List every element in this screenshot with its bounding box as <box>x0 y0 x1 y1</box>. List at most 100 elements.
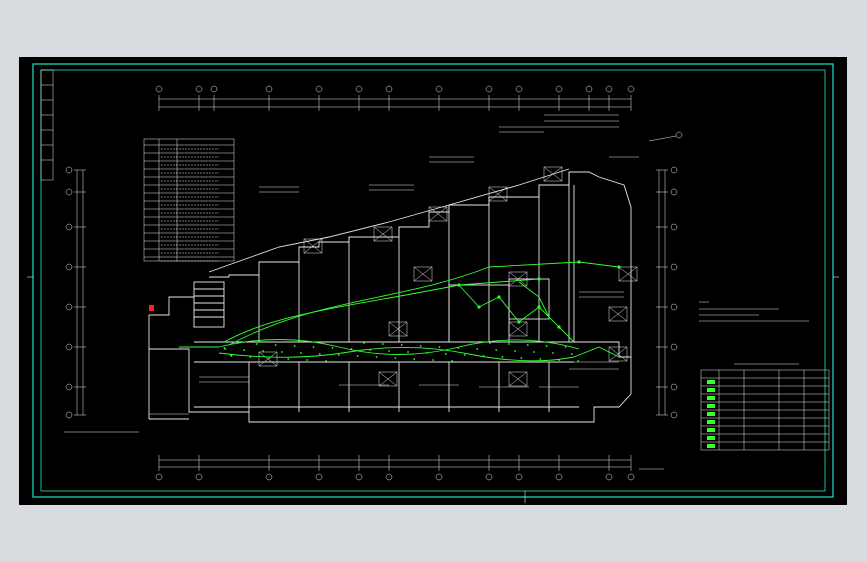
wiring-node <box>381 343 384 345</box>
building-walls <box>148 168 632 423</box>
grid-bubble <box>670 383 678 391</box>
wiring-node <box>470 341 472 343</box>
wiring-node <box>300 352 302 354</box>
wiring-node <box>237 342 239 344</box>
fixture-box <box>373 226 393 242</box>
grid-bubble <box>65 303 73 311</box>
wiring-node <box>463 354 466 356</box>
legend-symbol <box>707 412 715 416</box>
wiring-node <box>394 357 397 359</box>
wiring-node <box>363 342 365 344</box>
wiring-node <box>514 350 516 352</box>
fixture-box <box>608 346 628 362</box>
junction-node <box>497 295 501 299</box>
grid-bubble <box>670 166 678 174</box>
grid-bubble <box>515 85 523 93</box>
wiring-node <box>268 357 271 359</box>
wiring-node <box>451 360 453 362</box>
grid-bubble <box>155 473 163 481</box>
outer-frame <box>32 63 834 498</box>
grid-bubble <box>605 85 613 93</box>
fixture-box <box>618 266 638 282</box>
wiring-node <box>274 344 277 346</box>
grid-bubble <box>355 85 363 93</box>
cad-drawing-viewport[interactable] <box>19 57 847 505</box>
legend-table <box>700 363 830 451</box>
wiring-node <box>281 351 283 353</box>
wiring-node <box>255 343 258 345</box>
legend-symbol <box>707 388 715 392</box>
wiring-node <box>312 346 315 348</box>
grid-bubble <box>315 473 323 481</box>
junction-node <box>617 265 621 269</box>
wiring-node <box>331 347 334 349</box>
legend-symbol <box>707 396 715 400</box>
grid-bubble <box>265 473 273 481</box>
wiring-node <box>344 341 346 343</box>
grid-bubble <box>515 473 523 481</box>
wiring-node <box>457 347 460 349</box>
grid-bubble <box>485 473 493 481</box>
grid-bubble <box>65 383 73 391</box>
grid-bubble <box>195 85 203 93</box>
fixture-symbols <box>258 166 638 387</box>
grid-bubble <box>555 85 563 93</box>
wiring-node <box>325 360 327 362</box>
wiring-node <box>223 347 226 349</box>
junction-node <box>517 320 521 324</box>
red-marker <box>149 305 154 311</box>
grid-bubble <box>670 188 678 196</box>
grid-bubble <box>585 85 593 93</box>
top-dimension-lines <box>74 95 668 416</box>
grid-bubble <box>627 85 635 93</box>
grid-bubble <box>65 188 73 196</box>
legend-symbol <box>707 380 715 384</box>
legend-symbol <box>707 404 715 408</box>
wiring-node <box>526 344 529 346</box>
grid-bubble <box>65 343 73 351</box>
wiring-node <box>249 356 252 358</box>
left-title-strip <box>40 69 54 181</box>
wiring-node <box>570 353 573 355</box>
wiring-node <box>476 348 479 350</box>
wiring-node <box>337 354 340 356</box>
wiring-node <box>318 353 321 355</box>
wiring-node <box>432 359 435 361</box>
grid-bubble <box>627 473 635 481</box>
grid-bubble <box>435 473 443 481</box>
grid-bubble <box>65 166 73 174</box>
grid-bubble <box>210 85 218 93</box>
fixture-box <box>413 266 433 282</box>
wiring-node <box>218 341 220 343</box>
wiring-node <box>507 343 510 345</box>
legend-symbol <box>707 444 715 448</box>
wiring-node <box>533 351 535 353</box>
wiring-node <box>306 359 309 361</box>
wiring-node <box>262 350 264 352</box>
grid-axis-bubbles <box>65 85 678 481</box>
wiring-node <box>577 360 579 362</box>
north-arrow-icon <box>648 131 683 142</box>
wiring-node <box>287 358 290 360</box>
grid-bubble <box>485 85 493 93</box>
schedule-frame <box>143 138 235 262</box>
grid-bubble <box>355 473 363 481</box>
wiring-node <box>539 358 542 360</box>
wiring-node <box>243 349 246 351</box>
wiring-node <box>369 349 372 351</box>
grid-bubble <box>265 85 273 93</box>
design-notes <box>699 301 809 322</box>
grid-bubble <box>670 263 678 271</box>
fixture-box <box>258 351 278 367</box>
wiring-node <box>438 346 441 348</box>
wiring-node <box>375 356 378 358</box>
wiring-node <box>520 357 523 359</box>
wiring-node <box>552 352 554 354</box>
grid-bubble <box>65 263 73 271</box>
junction-node <box>577 260 581 264</box>
legend-symbol <box>707 428 715 432</box>
grid-bubble <box>670 411 678 419</box>
legend-symbol <box>707 436 715 440</box>
fixture-box <box>608 306 628 322</box>
junction-node <box>557 325 561 329</box>
